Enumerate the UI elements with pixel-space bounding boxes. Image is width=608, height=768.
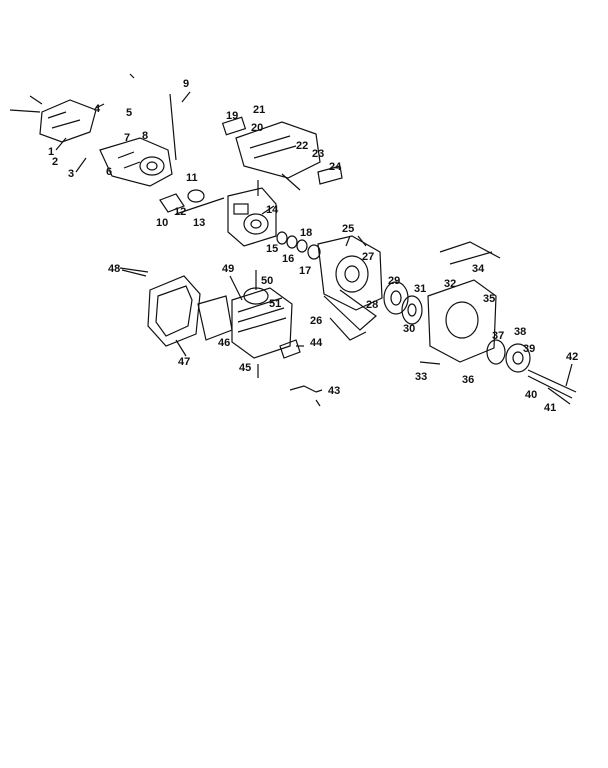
- callout-16: 16: [282, 253, 294, 265]
- callout-40: 40: [525, 389, 537, 401]
- callout-49: 49: [222, 263, 234, 275]
- callout-45: 45: [239, 362, 251, 374]
- callout-9: 9: [183, 78, 189, 90]
- callout-17: 17: [299, 265, 311, 277]
- callout-25: 25: [342, 223, 354, 235]
- leader-lines: [55, 91, 573, 393]
- callout-29: 29: [388, 275, 400, 287]
- carburetor-drawing: [227, 180, 277, 247]
- callout-10: 10: [156, 217, 168, 229]
- mounting-bracket-drawing: [9, 95, 105, 143]
- callout-26: 26: [310, 315, 322, 327]
- callout-11: 11: [186, 172, 198, 184]
- callout-labels: 1 2 3 4 5 6 7 8 9 10 11 12 13 14 15 16 1…: [48, 78, 578, 414]
- callout-51: 51: [269, 298, 281, 310]
- handle-housing-drawing: [99, 73, 173, 187]
- callout-12: 12: [174, 206, 186, 218]
- callout-3: 3: [68, 168, 74, 180]
- callout-30: 30: [403, 323, 415, 335]
- callout-32: 32: [444, 278, 456, 290]
- callout-39: 39: [523, 343, 535, 355]
- callout-4: 4: [94, 103, 101, 115]
- callout-15: 15: [266, 243, 278, 255]
- callout-19: 19: [226, 110, 238, 122]
- drive-shaft-drawing: [486, 339, 577, 405]
- callout-47: 47: [178, 356, 190, 368]
- callout-21: 21: [253, 104, 265, 116]
- cylinder-block-drawing: [197, 270, 301, 378]
- callout-22: 22: [296, 140, 308, 152]
- callout-43: 43: [328, 385, 340, 397]
- callout-48: 48: [108, 263, 120, 275]
- callout-31: 31: [414, 283, 426, 295]
- callout-36: 36: [462, 374, 474, 386]
- callout-1: 1: [48, 146, 54, 158]
- callout-5: 5: [126, 107, 132, 119]
- callout-34: 34: [472, 263, 485, 275]
- callout-8: 8: [142, 130, 148, 142]
- callout-27: 27: [362, 251, 374, 263]
- callout-28: 28: [366, 299, 378, 311]
- callout-33: 33: [415, 371, 427, 383]
- gasket-stack-drawing: [276, 231, 321, 260]
- callout-38: 38: [514, 326, 526, 338]
- linkage-parts-drawing: [159, 93, 225, 215]
- callout-42: 42: [566, 351, 578, 363]
- callout-37: 37: [492, 330, 504, 342]
- callout-46: 46: [218, 337, 230, 349]
- callout-7: 7: [124, 132, 130, 144]
- callout-14: 14: [266, 204, 279, 216]
- callout-35: 35: [483, 293, 495, 305]
- callout-23: 23: [312, 148, 324, 160]
- callout-50: 50: [261, 275, 273, 287]
- flywheel-drawing: [383, 281, 423, 325]
- fastener-drawing: [289, 385, 321, 407]
- callout-18: 18: [300, 227, 312, 239]
- gear-case-drawing: [419, 241, 501, 365]
- callout-24: 24: [329, 161, 342, 173]
- callout-6: 6: [106, 166, 112, 178]
- callout-20: 20: [251, 122, 263, 134]
- callout-2: 2: [52, 156, 58, 168]
- air-filter-cover-drawing: [221, 116, 343, 191]
- callout-13: 13: [193, 217, 205, 229]
- cylinder-shroud-drawing: [121, 269, 201, 347]
- crankcase-drawing: [317, 235, 383, 341]
- callout-44: 44: [310, 337, 323, 349]
- callout-41: 41: [544, 402, 556, 414]
